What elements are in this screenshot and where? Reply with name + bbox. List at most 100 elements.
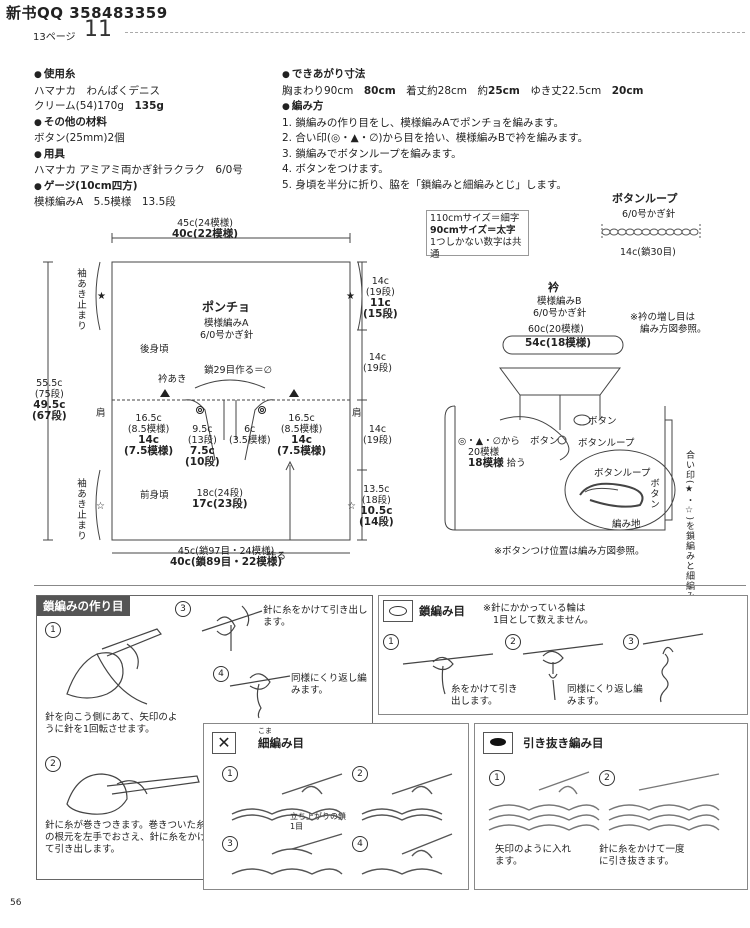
method-step-5: 5. 身頃を半分に折り、脇を「鎖編みと細編みとじ」します。 — [282, 178, 567, 191]
collar-button-label: ボタン — [588, 416, 617, 427]
spec-left: 使用糸 ハマナカ わんぱくデニス クリーム(54)170g 135g その他の材… — [34, 67, 243, 211]
chain-start-step3-art — [201, 605, 263, 651]
side-seam-note: 合い印(★・☆)を鎖編みと細編みとじ — [684, 450, 694, 622]
collar-hook: 6/0号かぎ針 — [533, 308, 587, 319]
inset-fabric-label: 編み地 — [612, 519, 641, 530]
poncho-diagram: ★ ★ ☆ ☆ — [43, 233, 676, 554]
chain-start-step4-text: 同様にくり返し編みます。 — [291, 673, 367, 696]
collar-pickup: ◎・▲・∅から 20模様 18模様 拾う — [458, 436, 526, 469]
slip-step2-num: 2 — [599, 770, 615, 786]
chain-stitch-step2-text: 同様にくり返し編みます。 — [567, 684, 643, 707]
poncho-hook: 6/0号かぎ針 — [200, 330, 254, 341]
method-step-4: 4. ボタンをつけます。 — [282, 163, 389, 175]
poncho-top-width: 45c(24模様)40c(22模様) — [172, 218, 239, 240]
armhole-top-label: 袖あき止まり — [75, 268, 86, 331]
back-body-label: 後身頃 — [140, 344, 169, 355]
method-heading: 編み方 — [282, 99, 643, 116]
poncho-bottom-width: 45c(鎖97目・24模様)40c(鎖89目・22模様) — [170, 546, 283, 568]
neck-chain-label: 鎖29目作る＝∅ — [204, 365, 272, 376]
neck-side-depth: 9.5c(13段) 7.5c(10段) — [185, 424, 220, 468]
chain-stitch-step3-num: 3 — [623, 634, 639, 650]
gauge-line: 模様編みA 5.5模様 13.5段 — [34, 196, 176, 208]
chain-start-step4-art — [229, 673, 291, 719]
side-right-width: 16.5c(8.5模様) 14c(7.5模様) — [277, 413, 327, 457]
right-seg-2: 14c(19段) — [363, 352, 393, 374]
single-crochet-title: 細編み目 — [258, 736, 304, 750]
svg-text:★: ★ — [346, 291, 355, 302]
total-height: 55.5c(75段) 49.5c(67段) — [32, 378, 67, 422]
button-position-note: ※ボタンつけ位置は編み方図参照。 — [494, 546, 645, 557]
button-loop-hook: 6/0号かぎ針 — [622, 209, 676, 220]
single-step4-num: 4 — [352, 836, 368, 852]
neck-opening-label: 衿あき — [158, 374, 187, 385]
chain-start-step3-text: 針に糸をかけて引き出します。 — [263, 605, 368, 628]
size-heading: できあがり寸法 — [282, 67, 643, 84]
chain-stitch-step1-text: 糸をかけて引き出します。 — [451, 684, 518, 707]
slip-symbol-box — [483, 732, 513, 754]
chain-stitch-art — [402, 633, 704, 703]
shoulder-right: 肩 — [352, 408, 362, 419]
collar-loop-label: ボタンループ — [578, 438, 635, 449]
right-seg-1: 14c(19段) 11c(15段) — [363, 276, 398, 320]
right-seg-3: 14c(19段) — [363, 424, 393, 446]
single-step2-num: 2 — [352, 766, 368, 782]
slip-stitch-art — [488, 771, 720, 831]
button-loop-length: 14c(鎖30目) — [620, 247, 676, 258]
poncho-pattern: 模様編みA — [204, 318, 249, 329]
chain-symbol-icon — [389, 606, 407, 616]
neck-center-width: 6c(3.5模様) — [229, 424, 271, 446]
footer-page-number: 56 — [10, 898, 22, 908]
size-legend: 110cmサイズ＝細字 90cmサイズ＝太字 1つしかない数字は共通 — [426, 210, 529, 260]
yarn-line2: クリーム(54)170g 135g — [34, 100, 164, 112]
front-depth: 18c(24段)17c(23段) — [192, 488, 248, 510]
collar-button-label-2: ボタン — [530, 436, 559, 447]
bottom-make-label: 作る — [267, 551, 287, 562]
single-crochet-art — [231, 773, 453, 875]
slip-step2-text: 針に糸をかけて一度に引き抜きます。 — [599, 844, 685, 867]
method-step-2: 2. 合い印(◎・▲・∅)から目を拾い、模様編みBで衿を編みます。 — [282, 132, 589, 144]
armhole-bottom-label: 袖あき止まり — [75, 478, 86, 541]
chain-start-step3-num: 3 — [175, 601, 191, 617]
single-step3-num: 3 — [222, 836, 238, 852]
chain-start-step1-art — [66, 628, 162, 705]
slip-step1-text: 矢印のように入れます。 — [495, 844, 572, 867]
slip-stitch-panel: 引き抜き編み目 1 2 矢印のように入れます。 針に糸をかけて一度に引き抜きます… — [474, 723, 748, 890]
size-line: 胸まわり90cm 80cm 着丈約28cm 約25cm ゆき丈22.5cm 20… — [282, 84, 644, 97]
collar-increase-note: ※衿の増し目は編み方図参照。 — [630, 312, 707, 335]
collar-pattern: 模様編みB — [537, 296, 582, 307]
single-step1-text: 立ち上がりの鎖1目 — [290, 812, 346, 831]
single-crochet-panel: ✕ こま 細編み目 1 2 3 4 立ち上がりの鎖1目 — [203, 723, 469, 890]
button-loop-title: ボタンループ — [612, 192, 678, 205]
guide-divider — [34, 585, 746, 586]
inset-button-label: ボタン — [648, 478, 659, 510]
shoulder-left: 肩 — [96, 408, 106, 419]
button-loop-chain — [601, 224, 701, 240]
spec-right: できあがり寸法 胸まわり90cm 80cm 着丈約28cm 約25cm ゆき丈2… — [282, 67, 643, 193]
slip-stitch-title: 引き抜き編み目 — [523, 736, 604, 750]
svg-text:★: ★ — [97, 291, 106, 302]
chain-start-step1-num: 1 — [45, 622, 61, 638]
collar-width-small: 54c(18模様) — [525, 337, 592, 349]
inset-loop-label: ボタンループ — [594, 468, 651, 479]
single-symbol-icon: ✕ — [212, 732, 236, 754]
collar-width: 60c(20模様) — [528, 324, 584, 335]
yarn-line1: ハマナカ わんぱくデニス — [34, 84, 160, 97]
svg-text:☆: ☆ — [96, 501, 105, 512]
page-label: 13ページ — [33, 32, 76, 43]
slip-symbol-icon — [490, 738, 506, 746]
other-heading: その他の材料 — [34, 115, 243, 132]
right-seg-4: 13.5c(18段) 10.5c(14段) — [359, 484, 394, 528]
svg-text:☆: ☆ — [347, 501, 356, 512]
yarn-heading: 使用糸 — [34, 67, 243, 84]
tools-heading: 用具 — [34, 147, 243, 164]
page-number: 11 — [84, 17, 112, 42]
chain-symbol-box — [383, 600, 413, 622]
method-step-3: 3. 鎖編みでボタンループを編みます。 — [282, 147, 462, 160]
gauge-heading: ゲージ(10cm四方) — [34, 179, 243, 196]
single-ruby: こま — [258, 727, 272, 735]
other-line: ボタン(25mm)2個 — [34, 132, 125, 144]
chain-start-step2-num: 2 — [45, 756, 61, 772]
front-body-label: 前身頃 — [140, 490, 169, 501]
